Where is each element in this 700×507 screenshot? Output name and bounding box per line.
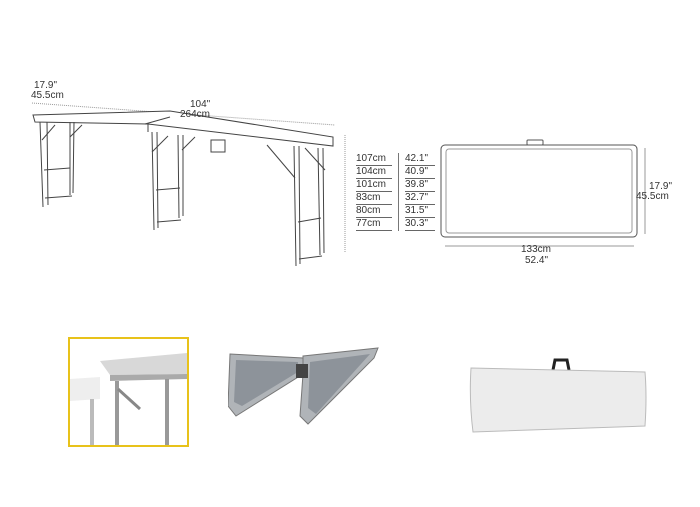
length-inches-label: 104"	[190, 99, 211, 110]
table-underside-photo	[228, 346, 380, 430]
height-adjust-detail-photo	[68, 337, 189, 447]
folded-width-cm-label: 45.5cm	[636, 191, 669, 202]
length-cm-label: 264cm	[180, 109, 211, 120]
height-in: 42.1"	[405, 153, 435, 166]
height-cm: 80cm	[356, 205, 392, 218]
height-row: 77cm 30.3"	[356, 218, 435, 231]
folded-table-photo	[469, 356, 649, 440]
folded-length-cm-label: 133cm	[521, 244, 552, 255]
folded-length-inches-label: 52.4"	[525, 255, 549, 266]
height-table: 107cm 42.1" 104cm 40.9" 101cm 39.8" 83cm 32.…	[356, 153, 435, 231]
height-cm: 104cm	[356, 166, 392, 179]
height-in: 30.3"	[405, 218, 435, 231]
height-cm: 107cm	[356, 153, 392, 166]
height-in: 39.8"	[405, 179, 435, 192]
folded-width-inches-label: 17.9"	[649, 181, 673, 192]
depth-inches-label: 17.9"	[34, 80, 58, 91]
height-row: 83cm 32.7"	[356, 192, 435, 205]
table-side-view-drawing	[31, 102, 346, 267]
folded-top-view-drawing	[440, 139, 646, 247]
height-in: 40.9"	[405, 166, 435, 179]
height-in: 32.7"	[405, 192, 435, 205]
height-row: 101cm 39.8"	[356, 179, 435, 192]
depth-cm-label: 45.5cm	[31, 90, 64, 101]
height-row: 80cm 31.5"	[356, 205, 435, 218]
height-row: 107cm 42.1"	[356, 153, 435, 166]
height-cm: 77cm	[356, 218, 392, 231]
height-in: 31.5"	[405, 205, 435, 218]
height-cm: 83cm	[356, 192, 392, 205]
height-cm: 101cm	[356, 179, 392, 192]
height-row: 104cm 40.9"	[356, 166, 435, 179]
